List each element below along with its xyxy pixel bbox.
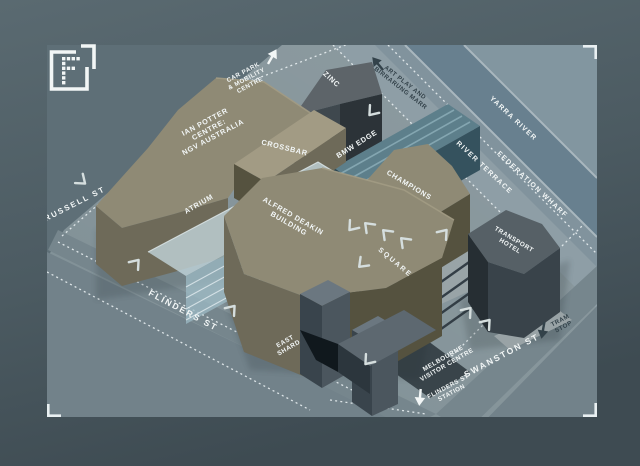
arrow-icon-car-park bbox=[266, 49, 277, 65]
northwest-block bbox=[47, 45, 282, 258]
direction-chevron-icon bbox=[223, 304, 236, 318]
south-block bbox=[47, 252, 597, 417]
frame-corner-top-right bbox=[583, 45, 597, 59]
direction-chevron-icon bbox=[478, 318, 491, 332]
federation-wharf-band bbox=[375, 45, 597, 267]
direction-chevron-icon bbox=[381, 228, 395, 242]
direction-chevron-icon bbox=[348, 218, 361, 232]
direction-chevron-icon bbox=[127, 258, 140, 272]
building-visitor-centre bbox=[300, 310, 436, 394]
logo-pixel-f bbox=[62, 57, 80, 85]
far-bank-line bbox=[463, 45, 597, 179]
direction-chevron-icon bbox=[73, 172, 87, 185]
direction-chevron-icon bbox=[363, 221, 377, 235]
frame-corner-bottom-left bbox=[47, 404, 61, 417]
direction-chevron-icon bbox=[435, 228, 448, 242]
direction-chevron-icon bbox=[364, 352, 377, 366]
direction-chevron-icon bbox=[357, 255, 371, 269]
arrow-icon-art-play bbox=[372, 57, 385, 71]
near-bank-line bbox=[404, 45, 597, 238]
arrow-icon-flinders-station bbox=[414, 388, 426, 406]
direction-chevron-icon bbox=[399, 236, 413, 250]
frame-corner-bottom-right bbox=[583, 403, 597, 417]
building-transport-hotel bbox=[468, 210, 572, 350]
direction-chevron-icon bbox=[459, 306, 472, 320]
promenade-dashes-outer bbox=[387, 45, 597, 255]
direction-chevron-icon bbox=[368, 103, 381, 117]
arrow-icon-tram-stop bbox=[537, 321, 549, 339]
federation-square-logo-icon bbox=[49, 44, 96, 91]
